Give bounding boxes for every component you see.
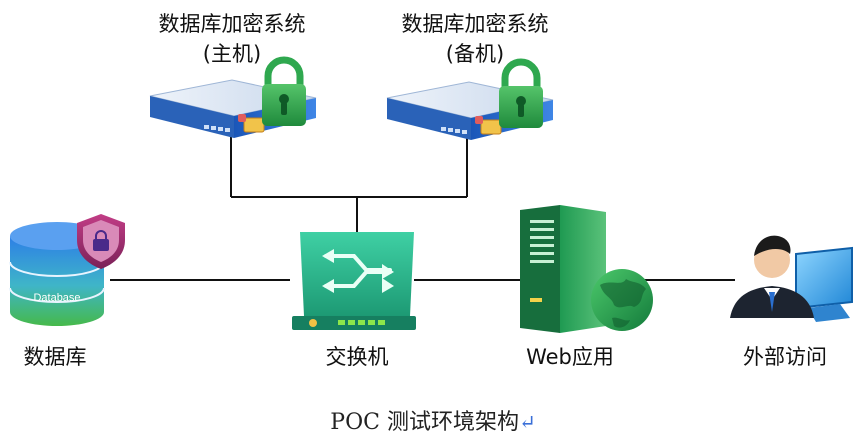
connection-lines xyxy=(110,136,735,281)
encryption-backup-role: (备机) xyxy=(445,42,505,66)
encryption-backup-name: 数据库加密系统 xyxy=(401,12,549,36)
encryption-primary-role: (主机) xyxy=(202,42,262,66)
return-mark-icon: ↵ xyxy=(518,410,536,434)
web-app-label: Web应用 xyxy=(526,345,614,369)
encryption-appliance-primary-icon xyxy=(149,56,317,138)
caption-text: POC 测试环境架构 xyxy=(330,410,519,435)
encryption-appliance-backup-icon xyxy=(386,58,554,140)
encryption-primary-name: 数据库加密系统 xyxy=(158,12,306,36)
web-server-icon xyxy=(520,205,653,333)
switch-label: 交换机 xyxy=(325,345,389,369)
switch-icon xyxy=(292,232,416,330)
db-cylinder-text: Database xyxy=(33,292,80,304)
external-user-icon xyxy=(730,235,853,322)
external-access-label: 外部访问 xyxy=(743,345,827,369)
shield-lock-icon xyxy=(77,214,125,269)
database-label: 数据库 xyxy=(23,345,87,369)
figure-caption: POC 测试环境架构↵ xyxy=(0,404,866,436)
